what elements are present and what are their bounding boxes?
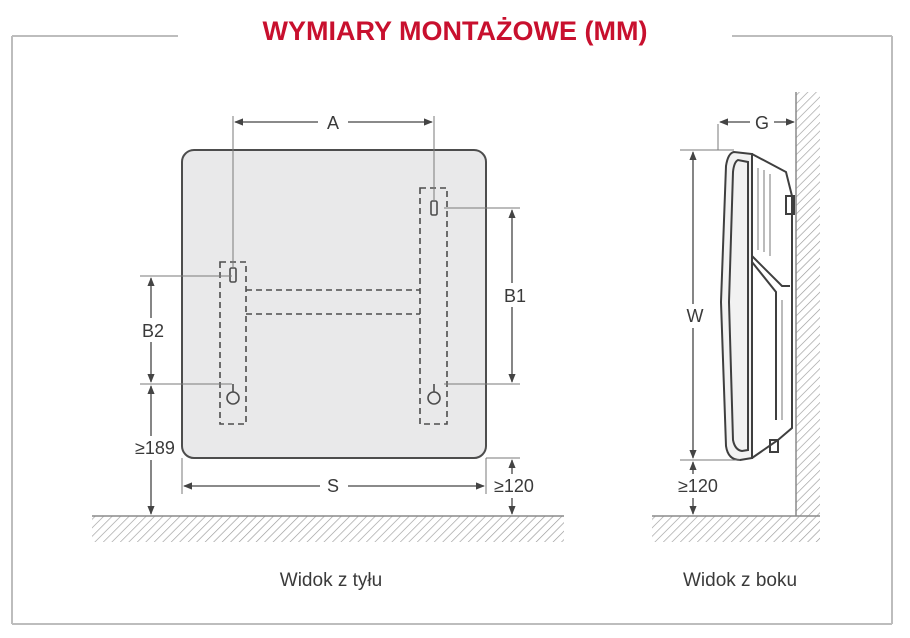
dimension-a-label: A <box>327 113 339 133</box>
side-extension-lines <box>680 124 740 461</box>
heater-side-details <box>757 168 783 420</box>
dimension-bottom-left-label: ≥189 <box>135 438 175 458</box>
keyhole-right-icon <box>427 384 441 405</box>
rear-floor-hatch <box>92 516 564 542</box>
dimension-s-label: S <box>327 476 339 496</box>
dimension-b1-label: B1 <box>504 286 526 306</box>
dimension-bottom-right-label: ≥120 <box>494 476 534 496</box>
dimension-side-bottom-label: ≥120 <box>678 476 718 496</box>
side-wall-hatch <box>796 92 820 516</box>
side-view-caption: Widok z boku <box>683 570 797 591</box>
side-view: G W ≥120 Widok z boku <box>652 92 820 591</box>
dimension-w-label: W <box>687 306 704 326</box>
page-title: WYMIARY MONTAŻOWE (MM) <box>263 16 648 46</box>
rear-view-caption: Widok z tyłu <box>280 570 382 591</box>
heater-side-profile <box>719 150 795 462</box>
rear-view: A B1 B2 ≥189 S ≥120 Widok z tyłu <box>92 110 564 591</box>
keyhole-left-icon <box>226 384 240 405</box>
rear-extension-lines <box>140 116 520 494</box>
side-floor-hatch <box>652 516 820 542</box>
outer-frame <box>11 35 893 625</box>
dimension-b2-label: B2 <box>142 321 164 341</box>
dimension-g-label: G <box>755 113 769 133</box>
heater-panel-rear <box>181 149 487 459</box>
